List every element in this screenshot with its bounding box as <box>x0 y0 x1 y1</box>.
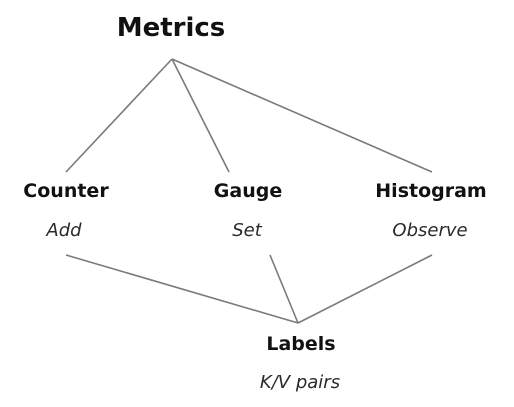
counter-node-title: Counter <box>23 180 109 202</box>
edge-gauge-labels <box>269 254 299 324</box>
gauge-node-title: Gauge <box>213 180 283 202</box>
labels-subtitle: K/V pairs <box>259 372 341 393</box>
metrics-node-title: Metrics <box>116 13 226 43</box>
gauge-method-label: Set <box>232 220 262 241</box>
labels-node-title: Labels <box>266 333 336 355</box>
edge-histogram-labels <box>297 254 433 324</box>
edge-metrics-counter <box>65 58 173 173</box>
counter-method-label: Add <box>46 220 82 241</box>
edge-metrics-histogram <box>171 58 433 173</box>
histogram-node-title: Histogram <box>375 180 487 202</box>
histogram-method-label: Observe <box>392 220 468 241</box>
edge-metrics-gauge <box>171 58 230 173</box>
edge-counter-labels <box>65 254 299 324</box>
